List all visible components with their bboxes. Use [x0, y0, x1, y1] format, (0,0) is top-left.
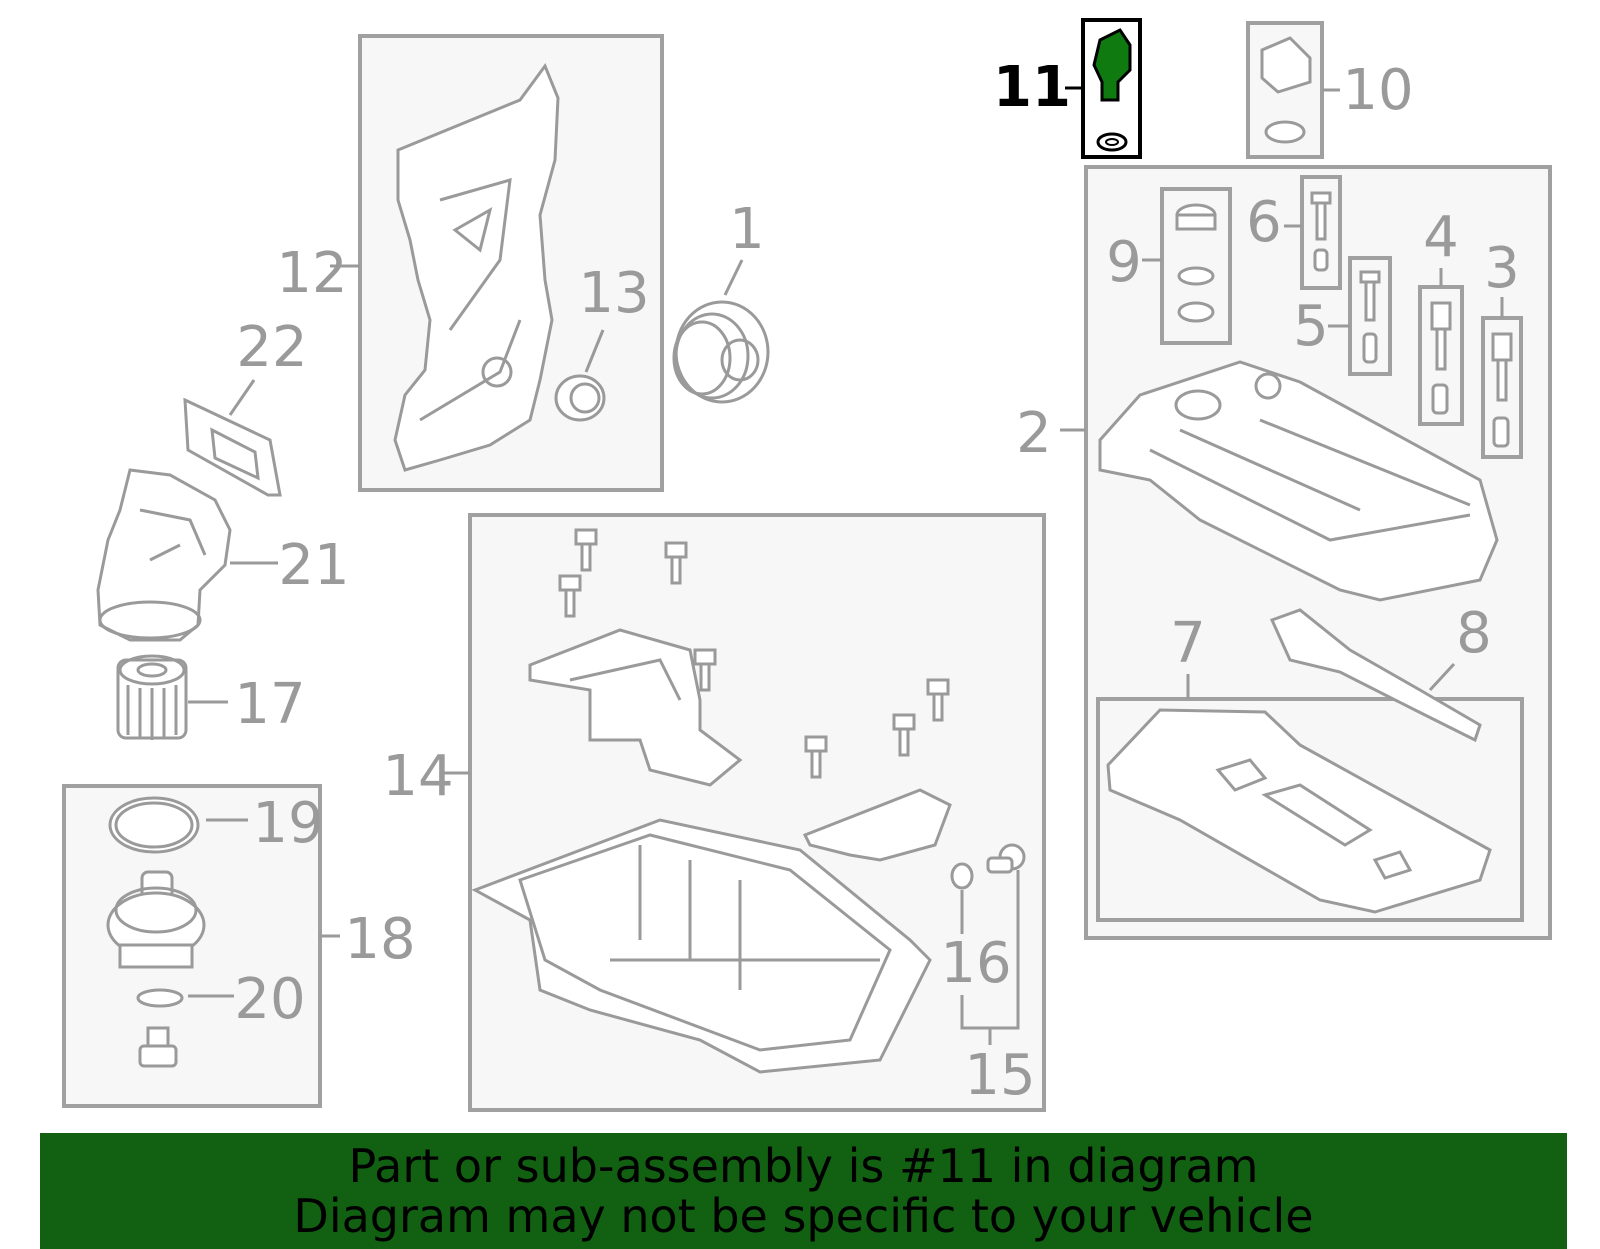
oil-drain-plug-part [986, 843, 1026, 874]
callout-18: 18 [344, 907, 415, 972]
oil-pan-bolts [558, 528, 950, 779]
filter-cap-oring-inner [114, 801, 194, 849]
oil-filter-element-part [116, 654, 188, 740]
callout-8: 8 [1456, 601, 1492, 666]
callout-5: 5 [1293, 294, 1329, 359]
info-banner: Part or sub-assembly is #11 in diagram D… [40, 1133, 1567, 1249]
drain-washer-16-part [950, 862, 974, 890]
crank-seal-part [554, 374, 606, 422]
crank-pulley-part [672, 300, 770, 404]
callout-16: 16 [940, 931, 1011, 996]
oil-pan-bracket-part [802, 788, 952, 862]
bolt-4-part [1430, 301, 1452, 415]
filter-drain-plug-part [138, 1026, 178, 1068]
oil-pan-part [471, 818, 932, 1074]
oil-filter-housing-part [96, 468, 232, 642]
callout-4: 4 [1423, 205, 1459, 270]
oil-filler-cap-part [1260, 36, 1312, 144]
bolt-6-part [1310, 191, 1332, 272]
callout-14: 14 [382, 744, 453, 809]
callout-1: 1 [729, 197, 765, 262]
callout-labels: 1 2 3 4 5 6 7 8 9 10 11 12 13 14 15 16 1… [234, 55, 1519, 1108]
seal-kit-part [1175, 203, 1217, 323]
callout-2: 2 [1016, 401, 1052, 466]
leader-lines [188, 86, 1504, 1045]
callout-19: 19 [252, 791, 323, 856]
callout-3: 3 [1484, 236, 1520, 301]
banner-line-disclaimer: Diagram may not be specific to your vehi… [293, 1189, 1314, 1243]
valve-cover-part [1098, 360, 1499, 602]
spark-plug-seal-part [1269, 608, 1482, 743]
oil-housing-gasket-part [183, 397, 282, 497]
callout-17: 17 [234, 672, 305, 737]
drain-washer-20-part [136, 988, 184, 1008]
bolt-5-part [1359, 270, 1381, 364]
banner-line-part-number: Part or sub-assembly is #11 in diagram [348, 1139, 1259, 1193]
filter-cap-oring-part [108, 796, 200, 854]
filter-cap-part [106, 870, 206, 969]
callout-6: 6 [1246, 190, 1282, 255]
callout-15: 15 [964, 1043, 1035, 1108]
dipstick-part [1092, 28, 1132, 152]
bolt-3-part [1491, 332, 1513, 448]
callout-21: 21 [278, 533, 349, 598]
timing-cover-part [393, 62, 560, 472]
callout-9: 9 [1106, 230, 1142, 295]
diagram-canvas: 1 2 3 4 5 6 7 8 9 10 11 12 13 14 15 16 1… [62, 18, 1552, 1112]
callout-20: 20 [234, 967, 305, 1032]
callout-11: 11 [993, 55, 1071, 120]
callout-12: 12 [276, 241, 347, 306]
oil-baffle-part [528, 628, 743, 787]
callout-13: 13 [578, 261, 649, 326]
callout-22: 22 [236, 315, 307, 380]
callout-7: 7 [1170, 611, 1206, 676]
callout-10: 10 [1342, 58, 1413, 123]
valve-cover-gasket-part [1106, 708, 1492, 914]
